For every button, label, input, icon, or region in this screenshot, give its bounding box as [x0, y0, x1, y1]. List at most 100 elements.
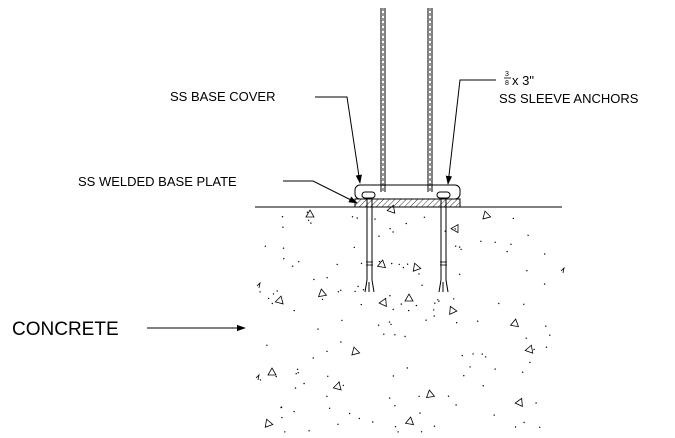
stipple-dot	[402, 266, 405, 269]
stipple-dot	[303, 382, 305, 385]
stipple-triangle	[482, 210, 492, 220]
stipple-dot	[423, 216, 426, 218]
stipple-dot	[527, 234, 529, 236]
stipple-dot	[264, 245, 266, 247]
stipple-dot	[378, 235, 380, 237]
stipple-dot	[267, 297, 270, 300]
stipple-dot	[545, 325, 547, 327]
stipple-triangle	[449, 305, 458, 316]
stipple-dot	[377, 324, 380, 326]
stipple-dot	[523, 303, 525, 305]
stipple-dot	[317, 328, 319, 330]
stipple-dot	[433, 425, 436, 427]
stipple-dot	[336, 263, 338, 266]
stipple-dot	[266, 344, 268, 346]
stipple-dot	[454, 228, 456, 230]
stipple-dot	[392, 375, 395, 377]
stipple-dot	[372, 421, 374, 423]
svg-text:x 3": x 3"	[512, 73, 534, 88]
stipple-dot	[437, 299, 439, 301]
stipple-dot	[480, 240, 482, 242]
stipple-triangle	[404, 416, 415, 426]
stipple-dot	[282, 247, 285, 249]
stipple-dot	[327, 375, 329, 377]
stipple-dot	[472, 353, 474, 355]
stipple-dot	[458, 273, 461, 275]
stipple-dot	[421, 284, 423, 286]
stipple-dot	[308, 430, 310, 432]
stipple-dot	[280, 406, 282, 409]
stipple-dot	[533, 348, 535, 351]
stipple-dot	[328, 407, 331, 409]
stipple-dot	[337, 291, 340, 293]
stipple-dot	[326, 277, 328, 279]
stipple-dot	[481, 353, 483, 355]
stipple-dot	[296, 368, 299, 371]
stipple-dot	[438, 300, 440, 302]
stipple-dot	[394, 405, 396, 407]
stipple-triangle	[332, 381, 342, 391]
stipple-mark	[560, 266, 565, 274]
stipple-dot	[447, 395, 450, 397]
stipple-dot	[477, 320, 479, 322]
stipple-dot	[405, 222, 407, 225]
stipple-dot	[374, 218, 376, 220]
concrete-stipple	[255, 204, 565, 433]
stipple-dot	[434, 302, 436, 304]
stipple-dot	[326, 350, 328, 353]
sleeve-anchor-left	[364, 199, 375, 293]
stipple-dot	[342, 384, 344, 387]
stipple-dot	[312, 357, 314, 359]
stipple-dot	[340, 341, 342, 343]
stipple-dot	[498, 302, 500, 305]
stipple-triangle	[376, 259, 387, 269]
stipple-triangle	[524, 344, 534, 354]
stipple-dot	[418, 395, 420, 398]
stipple-dot	[525, 337, 527, 339]
label-anchor-size: 3 8 x 3"	[504, 71, 534, 88]
stipple-triangle	[264, 418, 274, 428]
stipple-dot	[545, 346, 548, 348]
stipple-dot	[444, 230, 446, 232]
stipple-dot	[392, 308, 394, 311]
anchor-slot-left	[361, 191, 376, 199]
stipple-triangle	[351, 346, 361, 356]
stipple-dot	[275, 375, 277, 378]
stipple-dot	[406, 263, 409, 265]
stipple-triangle	[450, 223, 459, 234]
stipple-dot	[394, 334, 396, 336]
stipple-dot	[281, 416, 283, 419]
stipple-dot	[544, 253, 546, 255]
stipple-dot	[404, 335, 406, 338]
stipple-dot	[494, 241, 496, 243]
stipple-dot	[360, 303, 362, 306]
stipple-dot	[353, 246, 355, 249]
stipple-dot	[282, 226, 284, 228]
stipple-mark	[256, 281, 261, 289]
stipple-dot	[469, 366, 471, 368]
stipple-dot	[406, 367, 408, 369]
stipple-dot	[383, 333, 385, 335]
stipple-dot	[358, 417, 360, 420]
stipple-dot	[295, 373, 297, 375]
stipple-dot	[494, 368, 496, 370]
stipple-dot	[297, 372, 299, 374]
stipple-dot	[338, 381, 340, 383]
svg-text:3: 3	[505, 71, 509, 78]
anchor-slot-right	[436, 191, 451, 199]
stipple-dot	[394, 426, 397, 428]
stipple-dot	[284, 431, 286, 433]
stipple-dot	[433, 309, 435, 311]
post	[380, 8, 433, 192]
stipple-dot	[357, 285, 359, 288]
stipple-dot	[259, 379, 262, 381]
stipple-dot	[276, 290, 278, 292]
stipple-dot	[356, 217, 358, 219]
svg-text:8: 8	[505, 80, 509, 87]
stipple-dot	[321, 298, 324, 301]
stipple-dot	[549, 334, 551, 336]
stipple-dot	[514, 426, 517, 428]
label-base-cover: SS BASE COVER	[170, 89, 275, 104]
